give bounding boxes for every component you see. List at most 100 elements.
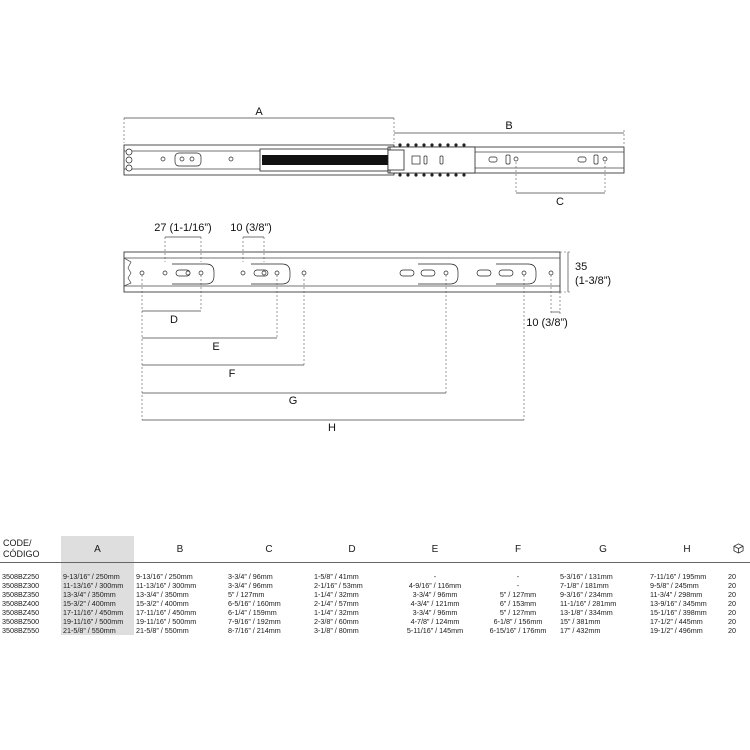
code-header-line1: CODE/ [3, 538, 32, 548]
dimension-b-label: B [505, 120, 512, 132]
cell-qty: 20 [728, 590, 736, 599]
cell-b: 9-13/16” / 250mm [136, 572, 193, 581]
dimension-c-label: C [556, 196, 564, 208]
cell-g: 15” / 381mm [560, 617, 601, 626]
slot-oval [420, 269, 436, 277]
cell-f: - [516, 572, 520, 581]
cell-c: 6-1/4” / 159mm [228, 608, 277, 617]
inner-member-slot [577, 156, 587, 163]
cell-e: 5-11/16” / 145mm [406, 626, 464, 635]
box-icon [733, 542, 743, 554]
cell-h: 9-5/8” / 245mm [650, 581, 699, 590]
cell-e: 4-3/4” / 121mm [410, 599, 460, 608]
cell-a: 21-5/8” / 550mm [61, 626, 134, 635]
cell-h: 19-1/2” / 496mm [650, 626, 703, 635]
cell-f: - [516, 581, 520, 590]
cell-h: 7-11/16” / 195mm [650, 572, 707, 581]
end-offset-label: 10 (3/8”) [526, 317, 568, 329]
cell-a: 11-13/16” / 300mm [61, 581, 134, 590]
inner-member-hole [602, 156, 608, 162]
dimension-h-label: H [328, 422, 336, 434]
cell-g: 7-1/8” / 181mm [560, 581, 609, 590]
cell-qty: 20 [728, 572, 736, 581]
slot-dimension-label: 10 (3/8”) [230, 222, 272, 234]
height-value-label: 35 [575, 261, 587, 273]
mounting-slot [251, 263, 291, 285]
column-header-h: H [648, 536, 726, 563]
mounting-hole [189, 156, 195, 162]
cell-qty: 20 [728, 617, 736, 626]
cell-f: 6-15/16” / 176mm [489, 626, 547, 635]
mounting-hole [301, 270, 307, 276]
cell-b: 11-13/16” / 300mm [136, 581, 197, 590]
mounting-hole [548, 270, 554, 276]
cell-e: 4-9/16” / 116mm [408, 581, 462, 590]
cell-c: 3-3/4” / 96mm [228, 572, 273, 581]
column-header-g: G [558, 536, 648, 563]
mounting-hole [139, 270, 145, 276]
cell-g: 5-3/16” / 131mm [560, 572, 613, 581]
cell-qty: 20 [728, 599, 736, 608]
column-header-c: C [226, 536, 312, 563]
cell-f: 5” / 127mm [499, 608, 537, 617]
cell-d: 1-1/4” / 32mm [314, 590, 359, 599]
cell-e: 4-7/8” / 124mm [410, 617, 460, 626]
inner-member-hole [513, 156, 519, 162]
cell-h: 17-1/2” / 445mm [650, 617, 703, 626]
mounting-hole [198, 270, 204, 276]
cell-h: 11-3/4” / 298mm [650, 590, 703, 599]
end-profile [123, 257, 132, 287]
inner-member-slot [488, 156, 498, 163]
mounting-hole [179, 156, 185, 162]
cell-h: 15-1/16” / 398mm [650, 608, 707, 617]
cell-g: 17” / 432mm [560, 626, 601, 635]
pitch-dimension-label: 27 (1-1/16”) [154, 222, 211, 234]
inner-member-slot [411, 155, 421, 165]
mounting-hole [261, 270, 267, 276]
cell-e: 3-3/4” / 96mm [412, 590, 458, 599]
quantity-column-header [726, 536, 750, 563]
cell-g: 11-1/16” / 281mm [560, 599, 617, 608]
column-header-a: A [61, 536, 134, 563]
cell-b: 19-11/16” / 500mm [136, 617, 197, 626]
cell-code: 3508BZ250 [2, 572, 40, 581]
cell-a: 15-3/2” / 400mm [61, 599, 134, 608]
cell-g: 9-3/16” / 234mm [560, 590, 613, 599]
cell-g: 13-1/8” / 334mm [560, 608, 613, 617]
cell-h: 13-9/16” / 345mm [650, 599, 707, 608]
cell-code: 3508BZ400 [2, 599, 40, 608]
slot-oval [476, 269, 492, 277]
slot-oval [399, 269, 415, 277]
mounting-hole [160, 156, 166, 162]
dimension-g-label: G [289, 395, 298, 407]
cell-d: 3-1/8” / 80mm [314, 626, 359, 635]
dimension-f-label: F [229, 368, 236, 380]
mounting-hole [274, 270, 280, 276]
column-header-b: B [134, 536, 226, 563]
roller [125, 148, 133, 156]
extended-slide-view: A B C [123, 106, 625, 208]
ball-bearings-top [398, 143, 466, 147]
mounting-hole [443, 270, 449, 276]
dimension-d-label: D [170, 314, 178, 326]
cell-code: 3508BZ500 [2, 617, 40, 626]
cell-b: 21-5/8” / 550mm [136, 626, 189, 635]
cell-qty: 20 [728, 608, 736, 617]
cell-code: 3508BZ350 [2, 590, 40, 599]
slot-oval [498, 269, 514, 277]
cell-d: 2-3/8” / 60mm [314, 617, 359, 626]
mounting-slot [496, 263, 537, 285]
cell-c: 3-3/4” / 96mm [228, 581, 273, 590]
mounting-slot [418, 263, 459, 285]
mounting-hole [228, 156, 234, 162]
cell-e: 3-3/4” / 96mm [412, 608, 458, 617]
mounting-hole [240, 270, 246, 276]
mounting-slot [174, 152, 202, 167]
cell-f: 6-1/8” / 156mm [493, 617, 543, 626]
cell-code: 3508BZ450 [2, 608, 40, 617]
cell-code: 3508BZ300 [2, 581, 40, 590]
